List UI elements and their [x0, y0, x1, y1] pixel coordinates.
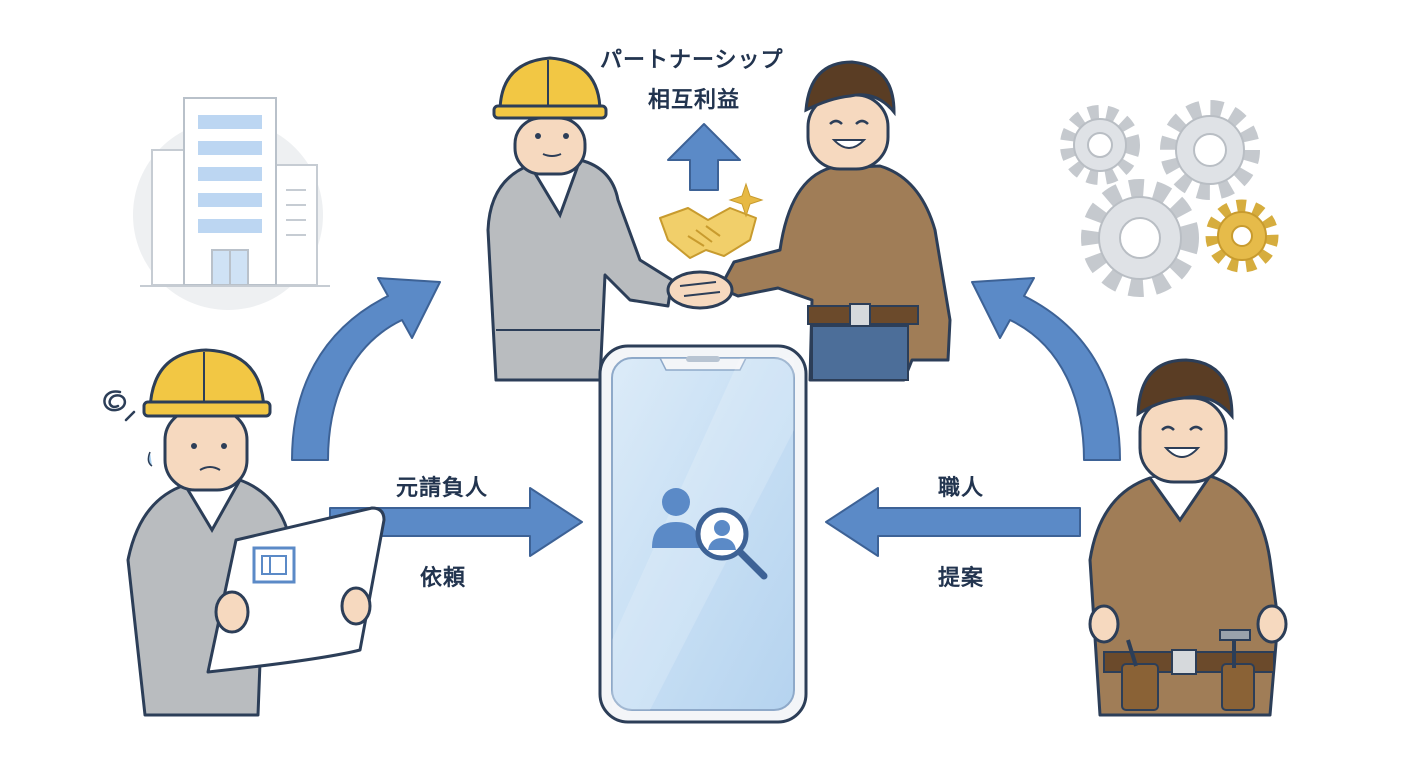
proposal-label: 提案	[938, 566, 985, 591]
up-arrow	[667, 123, 741, 191]
handshake-icon	[659, 207, 757, 259]
gears-icon	[1060, 100, 1279, 297]
request-label: 依頼	[420, 566, 467, 591]
arrow-left-to-phone	[825, 487, 1081, 557]
user-search-icon	[652, 488, 768, 580]
shaking-hands	[666, 270, 734, 310]
contractor-worker-top	[486, 56, 674, 382]
sparkle-icon	[728, 182, 764, 218]
contractor-label: 元請負人	[396, 476, 489, 501]
curved-arrow-left-up	[291, 277, 441, 461]
mutual-benefit-label: 相互利益	[648, 88, 741, 113]
partnership-label: パートナーシップ	[600, 48, 784, 73]
office-building-icon	[133, 97, 330, 310]
craftsman-label: 職人	[938, 476, 985, 501]
curved-arrow-right-up	[971, 277, 1121, 461]
craftsman-worker-right	[1088, 358, 1288, 717]
craftsman-worker-top	[718, 60, 952, 382]
contractor-worker-left	[103, 348, 386, 717]
